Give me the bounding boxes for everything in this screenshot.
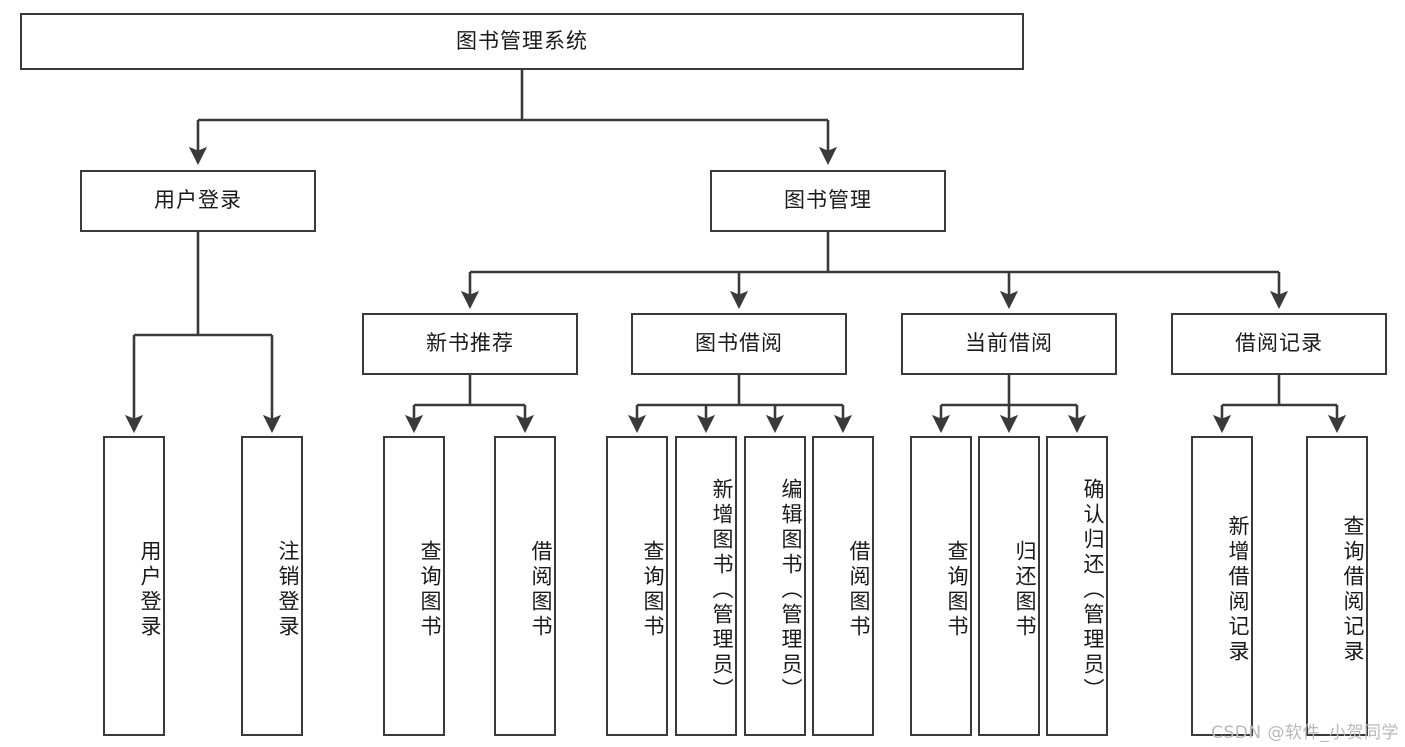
node-label: 用户登录	[138, 540, 162, 640]
leaf-user-login-logout[interactable]: 注销登录	[241, 436, 303, 736]
node-label: 查询图书	[945, 540, 969, 640]
leaf-new-book-borrow[interactable]: 借阅图书	[494, 436, 556, 736]
node-label: 借阅图书	[847, 540, 871, 640]
node-label: 借阅记录	[1235, 331, 1323, 356]
leaf-borrow-record-query[interactable]: 查询借阅记录	[1306, 436, 1368, 736]
node-label: 归还图书	[1013, 540, 1037, 640]
node-label: 注销登录	[276, 540, 300, 640]
leaf-current-borrow-confirm[interactable]: 确认归还（管理员）	[1046, 436, 1108, 736]
node-label: 图书管理	[784, 188, 872, 213]
leaf-book-borrow-query[interactable]: 查询图书	[606, 436, 668, 736]
node-label: 查询图书	[641, 540, 665, 640]
node-label: 用户登录	[154, 188, 242, 213]
leaf-new-book-query[interactable]: 查询图书	[383, 436, 445, 736]
leaf-book-borrow-edit[interactable]: 编辑图书（管理员）	[744, 436, 806, 736]
node-label: 新书推荐	[426, 331, 514, 356]
node-current-borrow[interactable]: 当前借阅	[901, 313, 1117, 375]
node-label: 新增图书（管理员）	[710, 477, 734, 703]
node-new-book-recommend[interactable]: 新书推荐	[362, 313, 578, 375]
node-root-system[interactable]: 图书管理系统	[20, 13, 1024, 70]
leaf-borrow-record-add[interactable]: 新增借阅记录	[1191, 436, 1253, 736]
node-label: 编辑图书（管理员）	[779, 477, 803, 703]
leaf-book-borrow-borrow[interactable]: 借阅图书	[812, 436, 874, 736]
node-label: 图书管理系统	[456, 28, 588, 53]
watermark-csdn: CSDN @软件_小贺同学	[1211, 723, 1399, 743]
node-label: 确认归还（管理员）	[1081, 477, 1105, 703]
leaf-current-borrow-return[interactable]: 归还图书	[978, 436, 1040, 736]
node-user-login[interactable]: 用户登录	[80, 170, 316, 232]
node-label: 查询图书	[418, 540, 442, 640]
node-label: 当前借阅	[965, 331, 1053, 356]
node-borrow-record[interactable]: 借阅记录	[1171, 313, 1387, 375]
node-label: 借阅图书	[529, 540, 553, 640]
node-label: 图书借阅	[695, 331, 783, 356]
leaf-user-login-login[interactable]: 用户登录	[103, 436, 165, 736]
node-book-manage[interactable]: 图书管理	[710, 170, 946, 232]
node-book-borrow[interactable]: 图书借阅	[631, 313, 847, 375]
leaf-current-borrow-query[interactable]: 查询图书	[910, 436, 972, 736]
node-label: 查询借阅记录	[1341, 515, 1365, 665]
node-label: 新增借阅记录	[1226, 515, 1250, 665]
leaf-book-borrow-add[interactable]: 新增图书（管理员）	[675, 436, 737, 736]
